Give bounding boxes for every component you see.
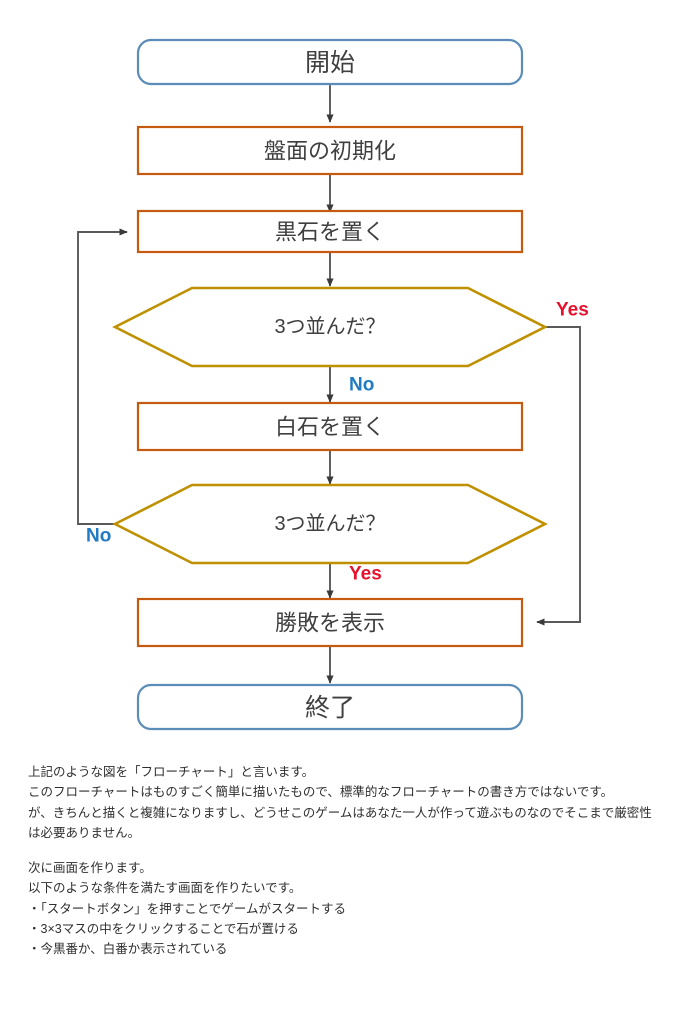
edge-label-check-white-no: No — [86, 526, 111, 547]
prose-line-4: 次に画面を作ります。 — [28, 861, 152, 875]
prose-spacer — [28, 843, 658, 858]
node-place-white[interactable]: 白石を置く — [136, 401, 524, 452]
prose-line-2: このフローチャートはものすごく簡単に描いたもので、標準的なフローチャートの書き方… — [28, 785, 614, 800]
edge-label-check-black-no: No — [349, 375, 374, 396]
explanation-text: 上記のような図を「フローチャート」と言います。 このフローチャートはものすごく簡… — [28, 762, 658, 959]
init-label: 盤面の初期化 — [264, 139, 396, 164]
node-check-black[interactable]: 3つ並んだ？ — [112, 286, 548, 368]
prose-line-8: ・今黒番か、白番か表示されている — [28, 942, 228, 956]
prose-line-7: ・3×3マスの中をクリックすることで石が置ける — [28, 921, 299, 936]
node-end[interactable]: 終了 — [136, 683, 524, 731]
prose-line-3: が、きちんと描くと複雑になりますし、どうせこのゲームはあなた一人が作って遊ぶもの… — [28, 805, 652, 840]
prose-line-5: 以下のような条件を満たす画面を作りたいです。 — [28, 881, 302, 896]
show-result-shape — [136, 597, 524, 648]
check-black-label: 3つ並んだ？ — [274, 315, 385, 338]
node-init[interactable]: 盤面の初期化 — [136, 125, 524, 176]
node-check-white[interactable]: 3つ並んだ？ — [112, 483, 548, 565]
node-place-black[interactable]: 黒石を置く — [136, 209, 524, 254]
show-result-label: 勝敗を表示 — [275, 611, 385, 636]
place-black-label: 黒石を置く — [275, 220, 385, 245]
start-label: 開始 — [305, 49, 355, 77]
node-start[interactable]: 開始 — [136, 38, 524, 86]
edge-label-check-white-yes: Yes — [349, 564, 382, 585]
place-white-label: 白石を置く — [275, 415, 385, 440]
place-white-shape — [136, 401, 524, 452]
connector-layer — [77, 84, 581, 684]
init-shape — [136, 125, 524, 176]
check-black-shape — [112, 286, 548, 368]
place-black-shape — [136, 209, 524, 254]
start-shape — [136, 38, 524, 86]
end-shape — [136, 683, 524, 731]
check-white-shape — [112, 483, 548, 565]
connector-check2-no-to-black — [77, 228, 128, 525]
node-show-result[interactable]: 勝敗を表示 — [136, 597, 524, 648]
check-white-label: 3つ並んだ？ — [274, 512, 385, 535]
edge-label-check-black-yes: Yes — [556, 300, 589, 321]
prose-line-6: ・「スタートボタン」を押すことでゲームがスタートする — [28, 901, 347, 916]
flowchart-diagram: 開始 盤面の初期化 黒石を置く 3つ並んだ？ 白石を置く 3つ並んだ？ 勝敗を表… — [77, 38, 589, 731]
prose-line-1: 上記のような図を「フローチャート」と言います。 — [28, 765, 315, 779]
connector-check1-yes-to-result — [536, 326, 581, 626]
end-label: 終了 — [305, 694, 355, 722]
